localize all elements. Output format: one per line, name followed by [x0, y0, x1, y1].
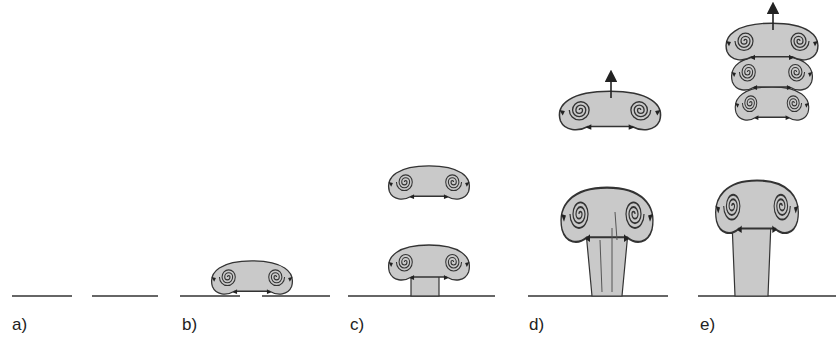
panel-label: b) [182, 316, 197, 335]
panel-label: d) [529, 316, 544, 335]
panel-label: a) [12, 316, 27, 335]
panel-label: e) [700, 316, 715, 335]
panel-label: c) [350, 316, 364, 335]
